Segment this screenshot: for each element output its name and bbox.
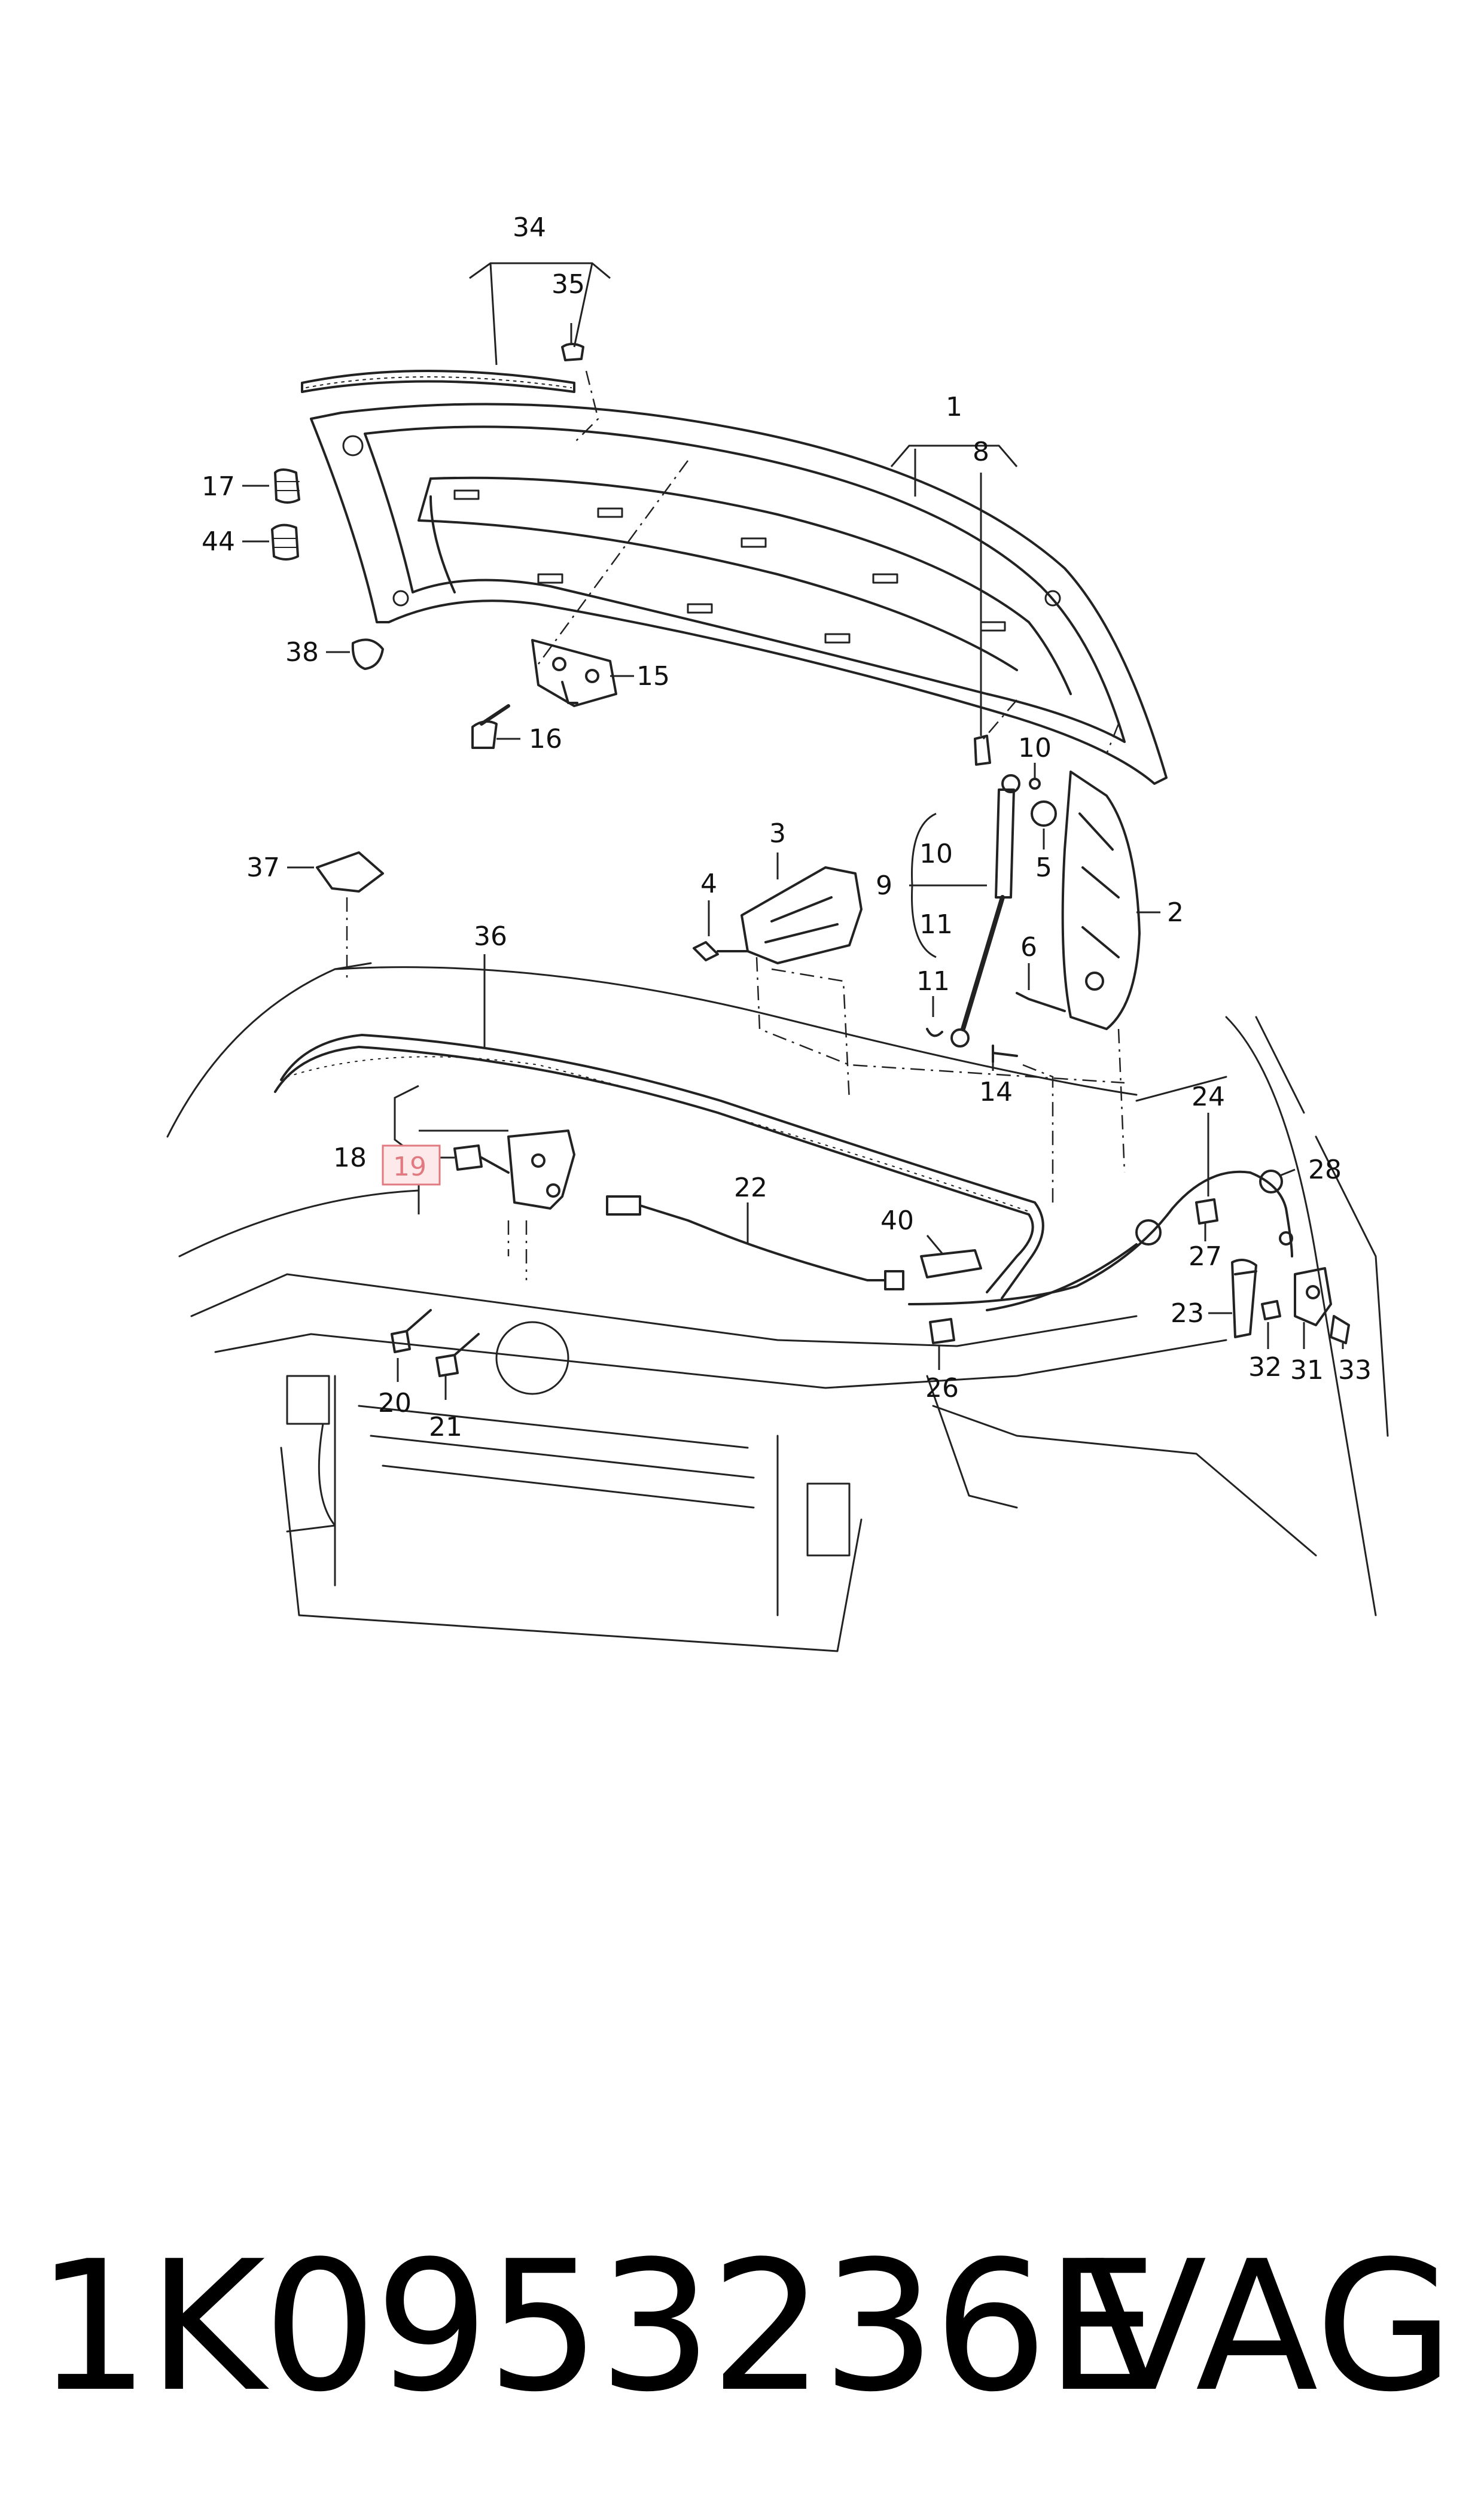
- screw-32: [1261, 1300, 1281, 1320]
- bracket-3: [741, 866, 863, 964]
- clip-35: [561, 343, 584, 361]
- brand-name: VAG: [1084, 2222, 1454, 2431]
- release-cable-24: [908, 1170, 1293, 1311]
- callout-8[interactable]: 8: [973, 437, 989, 467]
- callout-24[interactable]: 24: [1192, 1082, 1225, 1112]
- callout-38[interactable]: 38: [285, 637, 319, 668]
- callout-16[interactable]: 16: [529, 724, 562, 754]
- hinge-2: [1061, 771, 1141, 1030]
- buffer-17: [274, 468, 300, 504]
- clip-11: [926, 1028, 943, 1037]
- callout-9[interactable]: 9: [876, 870, 892, 901]
- callout-22[interactable]: 22: [734, 1173, 767, 1203]
- front-end-body: [166, 962, 1389, 1652]
- callout-17[interactable]: 17: [202, 471, 235, 502]
- callout-14[interactable]: 14: [979, 1077, 1013, 1107]
- clip-27: [1195, 1198, 1218, 1225]
- bolt-20: [391, 1309, 432, 1353]
- exploded-parts-diagram: 34 35 1 8 17 44 38 15 16 10 5 3 4 10 9 1…: [166, 212, 1389, 1652]
- callout-10-top[interactable]: 10: [1018, 733, 1052, 763]
- bolt-8: [974, 735, 991, 766]
- callout-10-bracket[interactable]: 10: [919, 839, 953, 869]
- part-number: 1K0953236E: [36, 2222, 1159, 2431]
- release-lever-23: [1231, 1259, 1257, 1338]
- callout-2[interactable]: 2: [1167, 897, 1184, 928]
- clip-40: [920, 1249, 982, 1278]
- callout-5[interactable]: 5: [1035, 852, 1052, 883]
- callout-40[interactable]: 40: [880, 1205, 914, 1236]
- callout-35[interactable]: 35: [551, 269, 585, 300]
- callout-15[interactable]: 15: [636, 661, 670, 692]
- callout-32[interactable]: 32: [1248, 1352, 1282, 1383]
- callout-31[interactable]: 31: [1290, 1355, 1324, 1386]
- callout-28[interactable]: 28: [1308, 1155, 1342, 1185]
- callout-20[interactable]: 20: [378, 1388, 412, 1418]
- lever-bracket-31: [1294, 1267, 1332, 1326]
- callout-4[interactable]: 4: [700, 869, 717, 899]
- seal-strip-34: [301, 370, 575, 393]
- cap-38: [351, 638, 384, 670]
- bolt-4: [693, 941, 749, 961]
- bolt-14: [992, 1045, 1018, 1063]
- callout-36[interactable]: 36: [474, 921, 507, 952]
- callout-11[interactable]: 11: [916, 966, 950, 997]
- nut-5: [1031, 800, 1057, 827]
- washer-10: [1029, 778, 1041, 790]
- callout-33[interactable]: 33: [1338, 1355, 1372, 1386]
- callout-34[interactable]: 34: [513, 212, 546, 243]
- clip-33: [1330, 1315, 1350, 1344]
- callout-11-bracket[interactable]: 11: [919, 909, 953, 940]
- callout-37[interactable]: 37: [246, 852, 280, 883]
- bolt-6: [1016, 992, 1066, 1012]
- bolt-16: [471, 704, 510, 749]
- release-cable-22: [606, 1195, 904, 1290]
- clip-26: [929, 1318, 955, 1344]
- callout-44[interactable]: 44: [202, 526, 235, 557]
- callout-21[interactable]: 21: [429, 1412, 462, 1442]
- leader-lines: [242, 262, 1344, 1400]
- bolt-21: [435, 1333, 480, 1377]
- callout-23[interactable]: 23: [1171, 1298, 1204, 1329]
- callout-3[interactable]: 3: [769, 818, 786, 849]
- callout-18[interactable]: 18: [333, 1143, 367, 1173]
- reference-lines: [346, 370, 1126, 1280]
- gas-strut-9: [950, 774, 1020, 1048]
- microswitch-19: [453, 1144, 510, 1174]
- lock-bracket-15: [531, 639, 617, 707]
- bonnet: [310, 403, 1168, 785]
- callout-27[interactable]: 27: [1189, 1241, 1222, 1272]
- callout-19[interactable]: 19: [393, 1152, 426, 1182]
- seal-strip-36: [274, 1034, 1044, 1299]
- highlight-box-19: [382, 1144, 441, 1186]
- clip-37: [316, 851, 384, 893]
- lock-18: [507, 1129, 575, 1210]
- buffer-44: [271, 523, 299, 561]
- callout-1[interactable]: 1: [946, 392, 962, 422]
- callout-26[interactable]: 26: [925, 1373, 959, 1403]
- callout-6[interactable]: 6: [1020, 932, 1037, 963]
